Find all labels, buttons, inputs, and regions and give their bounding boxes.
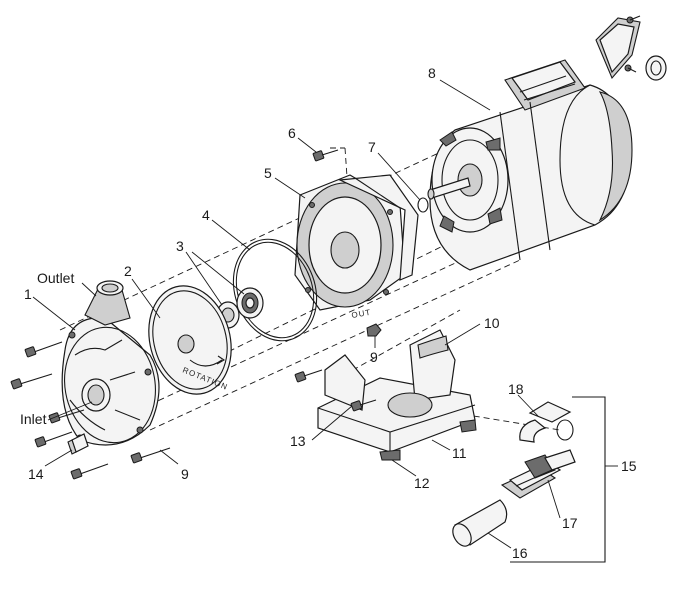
callout-18: 18	[508, 381, 524, 397]
callout-8: 8	[428, 65, 436, 81]
impeller: ROTATION	[148, 285, 232, 395]
callout-2: 2	[124, 263, 132, 279]
callout-16: 16	[512, 545, 528, 561]
small-o-ring	[417, 197, 429, 213]
callout-15: 15	[621, 458, 637, 474]
leader-lines	[32, 79, 561, 549]
callout-7: 7	[368, 139, 376, 155]
housing-bolts	[10, 341, 171, 480]
callout-11: 11	[452, 445, 467, 461]
drain-plug	[67, 433, 89, 455]
callout-14: 14	[28, 466, 44, 482]
base-bolt	[294, 369, 377, 412]
callout-9-lower: 9	[181, 466, 189, 482]
callout-10: 10	[484, 315, 500, 331]
callout-4: 4	[202, 207, 210, 223]
callout-5: 5	[264, 165, 272, 181]
kit-parts	[452, 401, 576, 547]
motor-support-base	[317, 329, 477, 461]
bolt-6	[312, 149, 339, 162]
callout-13: 13	[290, 433, 306, 449]
callout-6: 6	[288, 125, 296, 141]
callout-labels: 1 2 3 4 5 6 7 8 9 9 10 11 12 13 14 15 16…	[20, 65, 637, 561]
callout-9-upper: 9	[370, 349, 378, 365]
pump-housing	[61, 280, 160, 446]
callout-3: 3	[176, 238, 184, 254]
motor	[427, 59, 633, 271]
callout-12: 12	[414, 475, 430, 491]
svg-text:OUT: OUT	[351, 308, 372, 320]
kit-bracket	[510, 396, 606, 563]
outlet-label: Outlet	[37, 270, 74, 286]
motor-end-cover	[595, 15, 667, 81]
nut-9-upper	[366, 323, 382, 337]
inlet-label: Inlet	[20, 411, 47, 427]
callout-1: 1	[24, 286, 32, 302]
callout-17: 17	[562, 515, 578, 531]
seal-plate: OUT	[294, 174, 419, 320]
